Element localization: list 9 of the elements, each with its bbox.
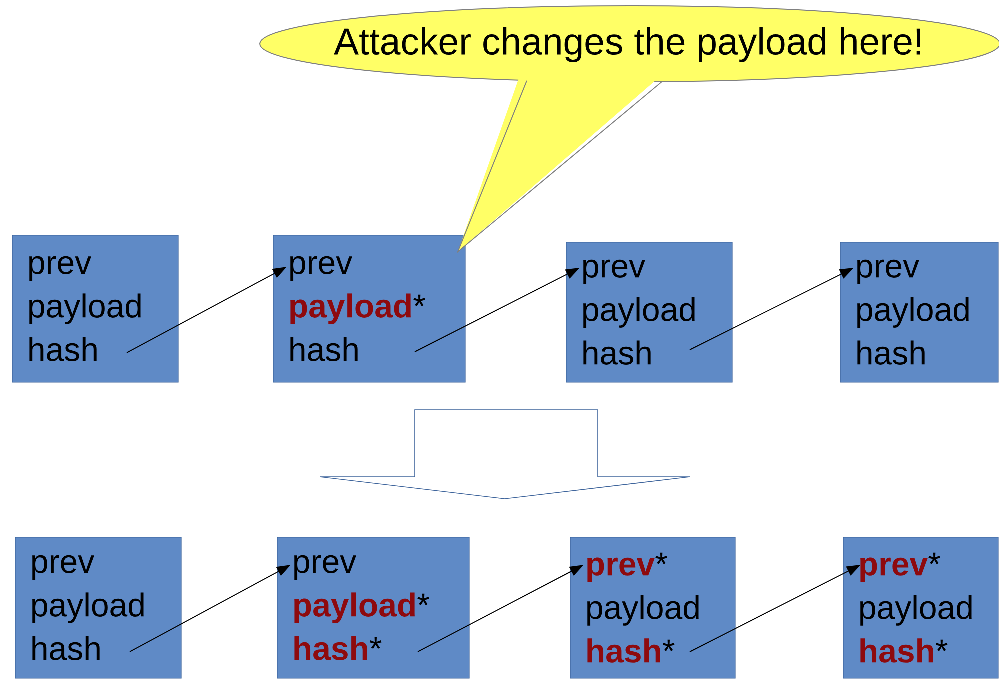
block-box: prev payload hash — [840, 242, 999, 383]
block-box: prev payload* hash — [273, 235, 466, 383]
block-box: prev payload* hash* — [277, 537, 470, 679]
speech-bubble: Attacker changes the payload here! — [260, 6, 999, 254]
block-box: prev payload hash — [566, 242, 733, 383]
block-box: prev payload hash — [15, 537, 182, 679]
block-box: prev payload hash — [12, 235, 179, 383]
block-box: prev* payload hash* — [843, 537, 999, 679]
block-box: prev* payload hash* — [570, 537, 736, 679]
